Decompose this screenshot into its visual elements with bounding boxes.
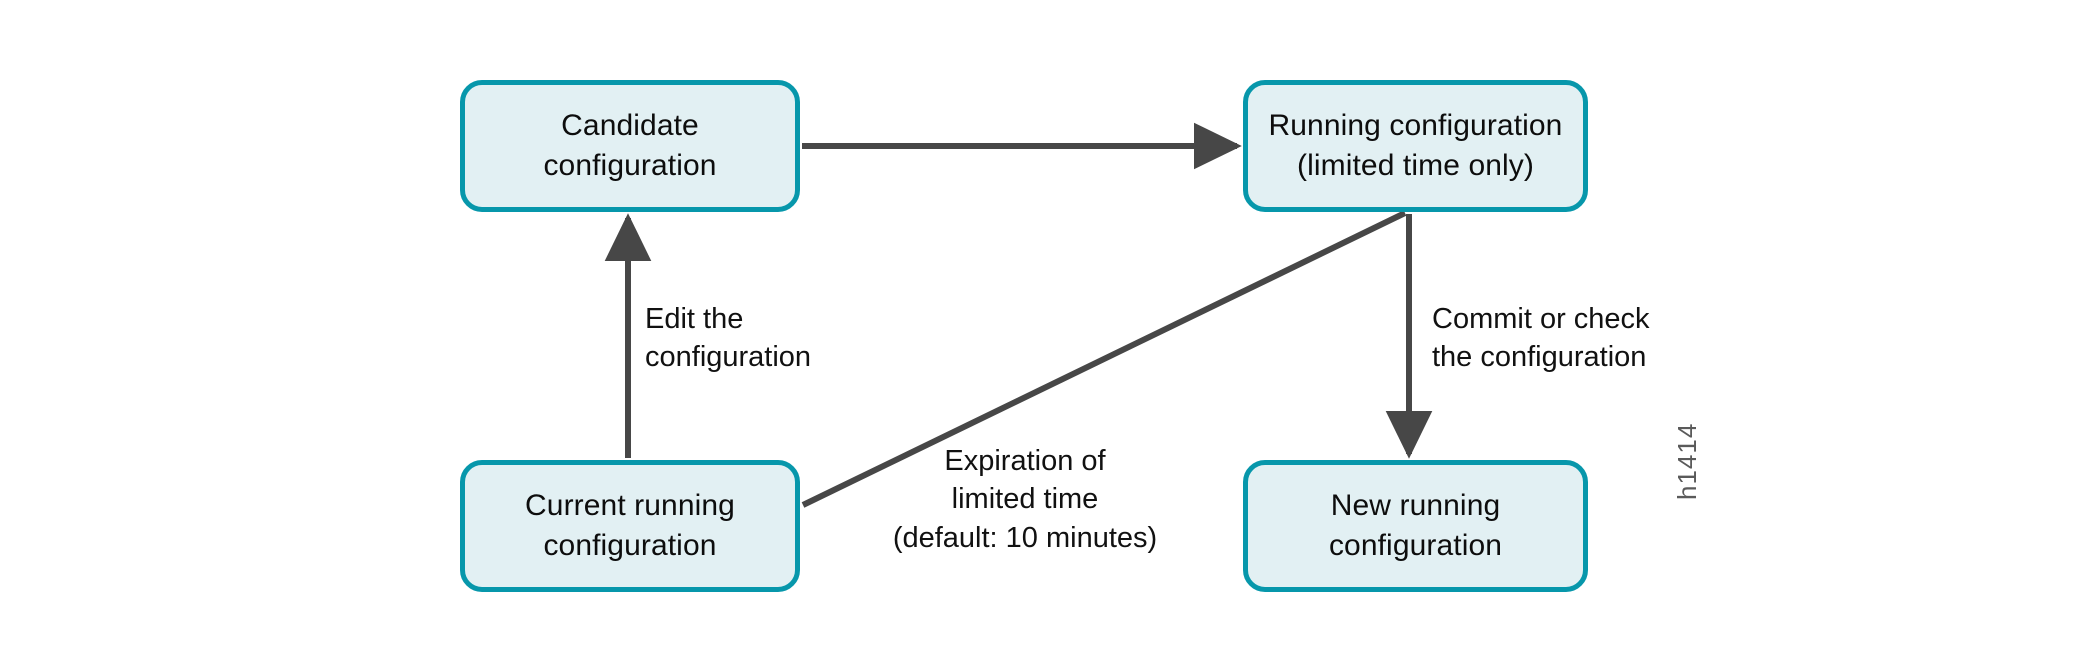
node-label: New running configuration bbox=[1328, 489, 1503, 562]
node-label: Running configuration (limited time only… bbox=[1268, 109, 1563, 182]
node-label: Current running configuration bbox=[525, 489, 735, 562]
node-current-running-configuration[interactable]: Current running configuration bbox=[460, 460, 800, 592]
node-running-configuration[interactable]: Running configuration (limited time only… bbox=[1243, 80, 1588, 212]
figure-id-watermark: h1414 bbox=[1672, 422, 1702, 500]
node-label: Candidate configuration bbox=[543, 109, 717, 182]
node-new-running-configuration[interactable]: New running configuration bbox=[1243, 460, 1588, 592]
edge-running-to-current bbox=[801, 210, 1407, 508]
edge-label-edit-the-configuration: Edit the configuration bbox=[645, 303, 812, 374]
edge-label-expiration-of-limited-time: Expiration of limited time (default: 10 … bbox=[892, 445, 1158, 554]
node-candidate-configuration[interactable]: Candidate configuration bbox=[460, 80, 800, 212]
edge-label-commit-or-check: Commit or check the configuration bbox=[1432, 303, 1650, 374]
